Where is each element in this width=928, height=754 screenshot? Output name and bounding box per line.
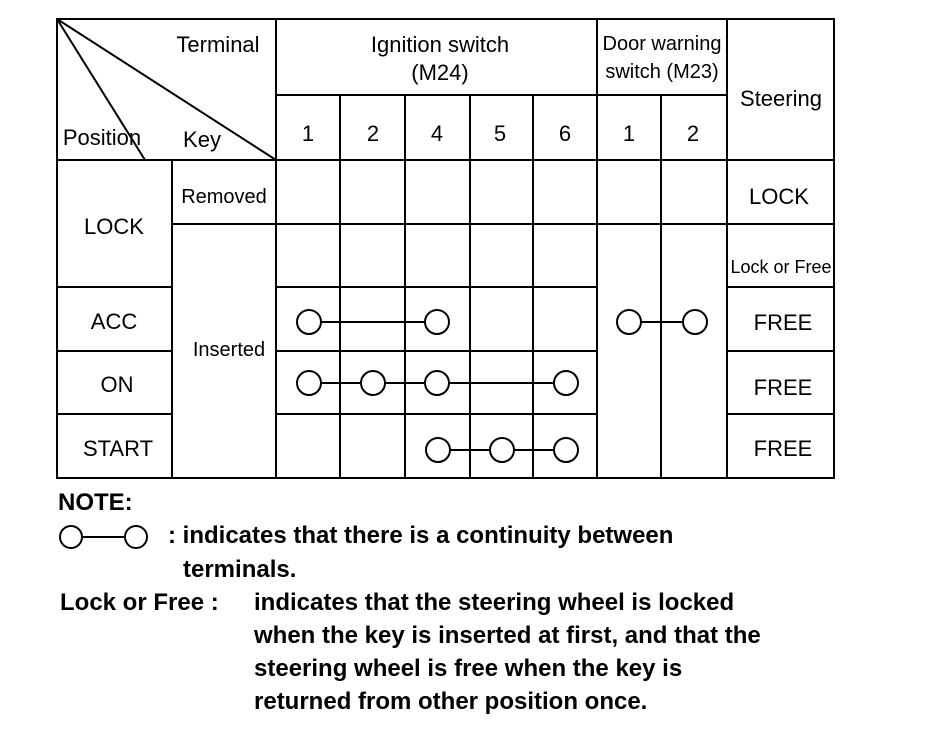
position-label: ON <box>101 372 134 397</box>
steering-value: FREE <box>754 375 813 400</box>
terminal-label: 2 <box>687 121 699 146</box>
continuity-node <box>616 309 642 335</box>
continuity-node <box>553 370 579 396</box>
header-key: Key <box>183 127 221 152</box>
continuity-node <box>360 370 386 396</box>
header-position: Position <box>63 125 141 150</box>
header-ignition-connector: (M24) <box>411 60 468 85</box>
terminal-label: 1 <box>302 121 314 146</box>
continuity-node <box>489 437 515 463</box>
note-lock-free-text: when the key is inserted at first, and t… <box>254 622 761 649</box>
header-terminal: Terminal <box>176 32 259 57</box>
note-lock-free-text: steering wheel is free when the key is <box>254 655 683 682</box>
position-label: START <box>83 436 153 461</box>
header-door-connector: switch (M23) <box>605 61 718 83</box>
key-label: Inserted <box>193 339 265 361</box>
continuity-node <box>424 370 450 396</box>
note-lock-free-text: returned from other position once. <box>254 688 648 715</box>
header-diagonal-position <box>56 18 146 161</box>
continuity-node <box>424 309 450 335</box>
note-title: NOTE: <box>58 489 133 516</box>
table-grid <box>56 18 835 479</box>
terminal-label: 2 <box>367 121 379 146</box>
table-border <box>56 18 835 479</box>
note-symbol-text: : indicates that there is a continuity b… <box>168 522 674 549</box>
terminal-label: 4 <box>431 121 443 146</box>
steering-value: LOCK <box>749 184 809 209</box>
legend-node <box>124 525 148 549</box>
steering-value: FREE <box>754 310 813 335</box>
position-label: ACC <box>91 309 138 334</box>
header-diagonal-key <box>56 18 277 161</box>
terminal-label: 1 <box>623 121 635 146</box>
continuity-node <box>296 370 322 396</box>
note-lock-free-text: indicates that the steering wheel is loc… <box>254 589 735 616</box>
continuity-node <box>425 437 451 463</box>
continuity-node <box>682 309 708 335</box>
note-lock-free-label: Lock or Free : <box>60 589 219 616</box>
header-door-switch: Door warning <box>603 33 722 55</box>
steering-value: FREE <box>754 436 813 461</box>
header-ignition-switch: Ignition switch <box>371 32 509 57</box>
terminal-label: 5 <box>494 121 506 146</box>
legend-node <box>59 525 83 549</box>
terminal-label: 6 <box>559 121 571 146</box>
continuity-node <box>296 309 322 335</box>
key-label: Removed <box>181 186 267 208</box>
steering-value: Lock or Free <box>730 257 831 277</box>
note-symbol-text-cont: terminals. <box>183 556 297 583</box>
continuity-node <box>553 437 579 463</box>
header-steering: Steering <box>740 86 822 111</box>
position-label: LOCK <box>84 214 144 239</box>
